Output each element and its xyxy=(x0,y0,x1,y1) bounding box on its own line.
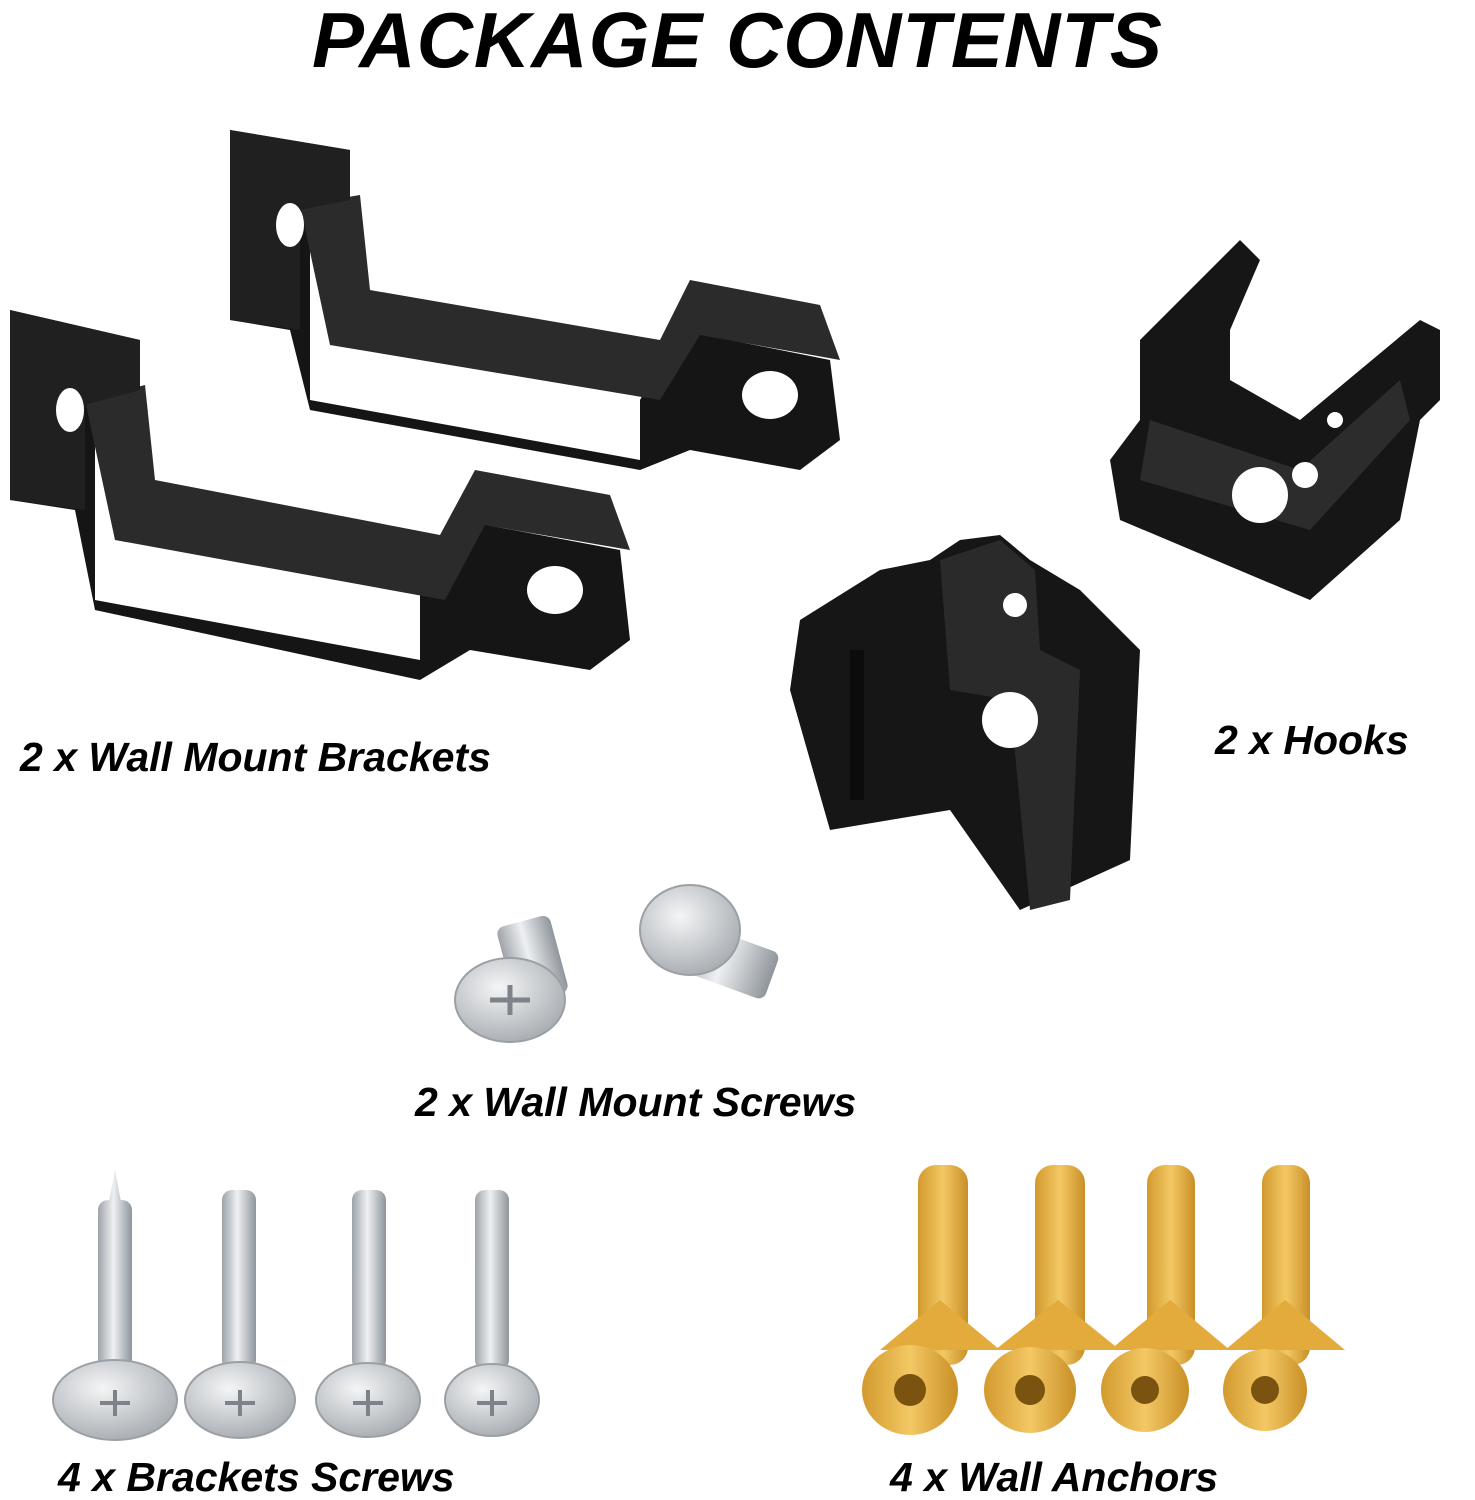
bracket-screws xyxy=(52,1170,540,1441)
label-wall-mount-screws: 2 x Wall Mount Screws xyxy=(415,1079,857,1125)
bracket-screw-3 xyxy=(315,1190,421,1438)
wall-mount-bracket-back xyxy=(230,130,840,470)
wall-anchor-2 xyxy=(984,1165,1120,1433)
bracket-screw-4 xyxy=(444,1190,540,1437)
hook-bottom xyxy=(790,535,1140,910)
wall-mount-screw-1 xyxy=(454,915,568,1043)
hook-top xyxy=(1110,240,1440,600)
bracket-screw-2 xyxy=(184,1190,296,1439)
wall-anchor-1 xyxy=(862,1165,1000,1435)
label-hooks: 2 x Hooks xyxy=(1215,717,1409,763)
wall-mount-bracket-front xyxy=(10,310,630,680)
label-wall-anchors: 4 x Wall Anchors xyxy=(890,1454,1219,1500)
bracket-screw-1 xyxy=(52,1170,178,1441)
label-brackets-screws: 4 x Brackets Screws xyxy=(58,1454,455,1500)
page-title: PACKAGE CONTENTS xyxy=(312,0,1163,84)
label-wall-mount-brackets: 2 x Wall Mount Brackets xyxy=(20,734,491,780)
wall-mount-screw-2 xyxy=(639,884,779,999)
wall-anchor-4 xyxy=(1223,1165,1345,1431)
wall-anchors xyxy=(862,1165,1345,1435)
wall-anchor-3 xyxy=(1101,1165,1230,1432)
